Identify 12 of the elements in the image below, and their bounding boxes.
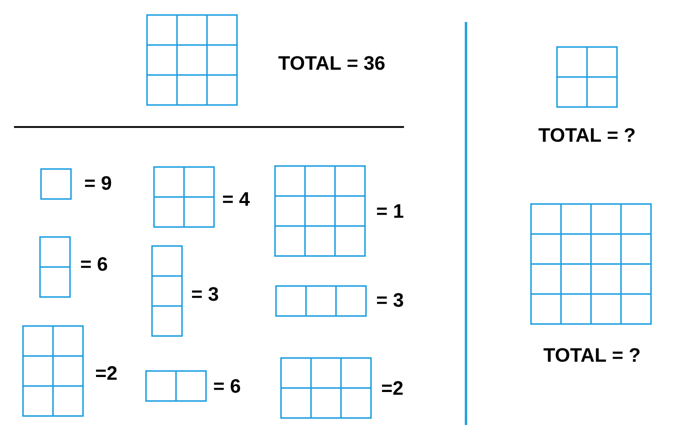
count-label: = 3 [192,287,218,301]
total-label: TOTAL = ? [544,348,640,362]
count-label: =2 [382,381,403,395]
count-label: =2 [96,366,117,380]
count-label: = 4 [223,192,250,206]
total-label: TOTAL = 36 [278,56,385,70]
count-label: = 9 [85,176,112,190]
total-label: TOTAL = ? [538,128,635,142]
count-label: = 3 [377,293,404,307]
count-label: = 6 [81,257,108,271]
count-label: = 6 [214,379,240,393]
count-label: = 1 [377,204,404,218]
